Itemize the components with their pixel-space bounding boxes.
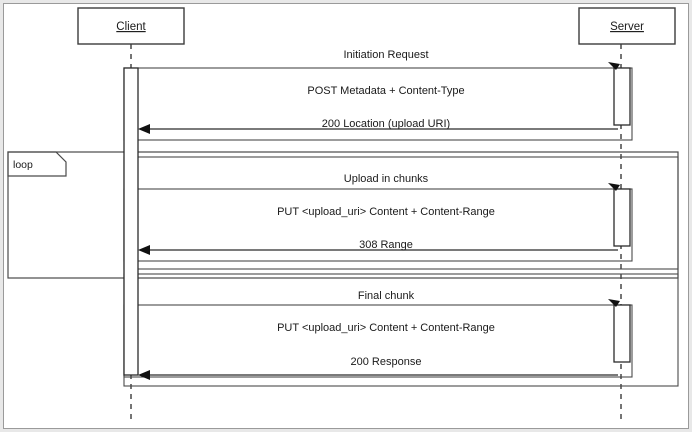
arrowhead-put-final [608, 299, 620, 307]
image-edge-band-top [0, 0, 692, 4]
message-label-put-final: PUT <upload_uri> Content + Content-Range [277, 322, 495, 334]
image-edge-band-right [688, 0, 692, 432]
diagram-frame [3, 3, 689, 429]
actor-box-client[interactable] [77, 7, 185, 45]
image-edge-band-bottom [0, 428, 692, 432]
actor-label-server: Server [610, 21, 644, 33]
group-label-initiation-request: Initiation Request [344, 49, 429, 61]
message-label-200-response: 200 Response [351, 356, 422, 368]
actor-server[interactable]: Server [578, 7, 676, 45]
message-label-200-location: 200 Location (upload URI) [322, 118, 450, 130]
activation-bar-server-initiation [613, 67, 631, 126]
activation-bar-server-final [613, 304, 631, 363]
actor-label-client: Client [116, 21, 146, 33]
arrowhead-put-chunk [608, 183, 620, 191]
arrowhead-308-range [138, 245, 150, 255]
group-label-upload-in-chunks: Upload in chunks [344, 173, 429, 185]
loop-fragment-operator-tab [7, 151, 67, 177]
arrowhead-200-location [138, 124, 150, 134]
activation-bar-server-chunk [613, 188, 631, 247]
actor-box-server[interactable] [578, 7, 676, 45]
group-label-final-chunk: Final chunk [358, 290, 415, 302]
arrowhead-post-metadata [608, 62, 620, 70]
message-label-put-chunk: PUT <upload_uri> Content + Content-Range [277, 206, 495, 218]
message-label-post-metadata: POST Metadata + Content-Type [307, 85, 464, 97]
loop-fragment-operator-label: loop [13, 159, 33, 171]
image-edge-band-left [0, 0, 4, 432]
activation-bar-client [123, 67, 139, 376]
actor-client[interactable]: Client [77, 7, 185, 45]
arrowhead-200-response [138, 370, 150, 380]
message-label-308-range: 308 Range [359, 239, 413, 251]
